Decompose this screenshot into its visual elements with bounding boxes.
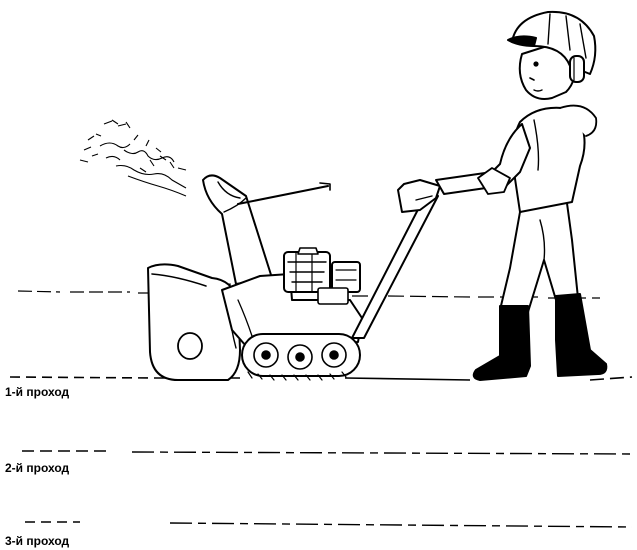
pass-3-label: 3-й проход (5, 534, 69, 548)
ear-protector (570, 56, 584, 82)
discharge-chute (203, 175, 272, 284)
thrown-snow (80, 120, 186, 196)
pass-2-line (22, 451, 632, 454)
track-wheels (254, 343, 346, 369)
left-boot (474, 306, 530, 380)
pass-3-line (25, 522, 632, 527)
handlebar (352, 190, 438, 338)
pass-2-label: 2-й проход (5, 461, 69, 475)
right-boot (556, 294, 606, 376)
pass-1-label: 1-й проход (5, 385, 69, 399)
snowblower (148, 172, 500, 380)
operator-person (474, 12, 607, 380)
auger-hub (178, 333, 202, 359)
